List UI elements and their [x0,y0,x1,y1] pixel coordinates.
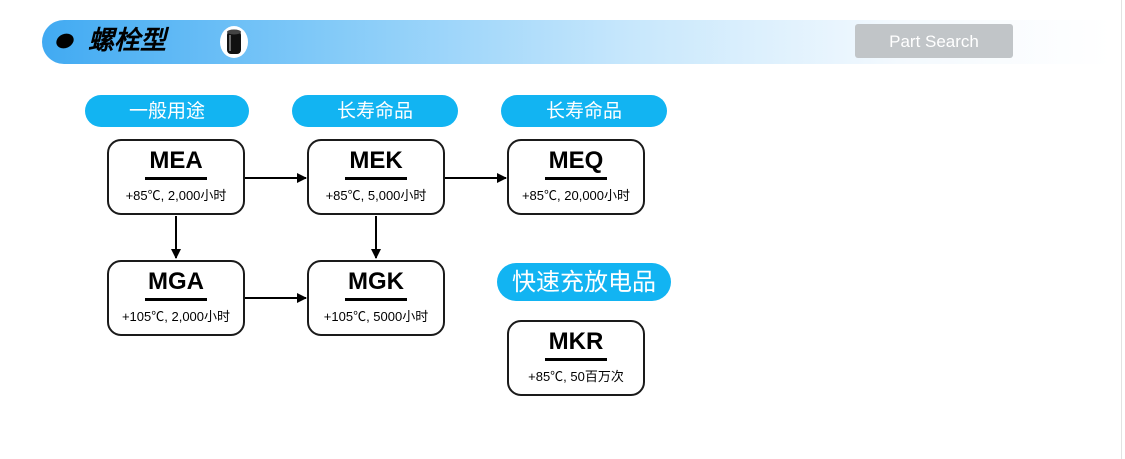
capacitor-icon [220,26,248,58]
model-underline [545,358,607,361]
product-model: MGK [348,268,404,295]
product-spec: +85℃, 2,000小时 [125,188,227,203]
product-box-meq[interactable]: MEQ +85℃, 20,000小时 [507,139,645,215]
product-spec: +85℃, 20,000小时 [521,188,631,203]
product-box-mkr[interactable]: MKR +85℃, 50百万次 [507,320,645,396]
product-spec: +85℃, 5,000小时 [325,188,427,203]
model-underline [545,177,607,180]
model-underline [145,298,207,301]
product-box-mgk[interactable]: MGK +105℃, 5000小时 [307,260,445,336]
product-model: MEQ [548,147,604,174]
category-long-life-pill: 长寿命品 [292,95,458,127]
model-underline [345,298,407,301]
product-box-mga[interactable]: MGA +105℃, 2,000小时 [107,260,245,336]
product-model: MEK [349,147,403,174]
product-spec: +105℃, 2,000小时 [121,309,231,324]
category-fast-charge-pill: 快速充放电品 [497,263,671,301]
model-underline [345,177,407,180]
product-spec: +105℃, 5000小时 [323,309,429,324]
model-underline [145,177,207,180]
product-model: MEA [149,147,203,174]
product-box-mek[interactable]: MEK +85℃, 5,000小时 [307,139,445,215]
part-search-button[interactable]: Part Search [855,24,1013,58]
product-spec: +85℃, 50百万次 [528,369,624,384]
product-model: MKR [548,328,604,355]
product-box-mea[interactable]: MEA +85℃, 2,000小时 [107,139,245,215]
category-long-life-pill-2: 长寿命品 [501,95,667,127]
category-general-pill: 一般用途 [85,95,249,127]
section-title: 螺栓型 [88,26,167,56]
product-model: MGA [148,268,204,295]
right-divider [1121,0,1122,459]
